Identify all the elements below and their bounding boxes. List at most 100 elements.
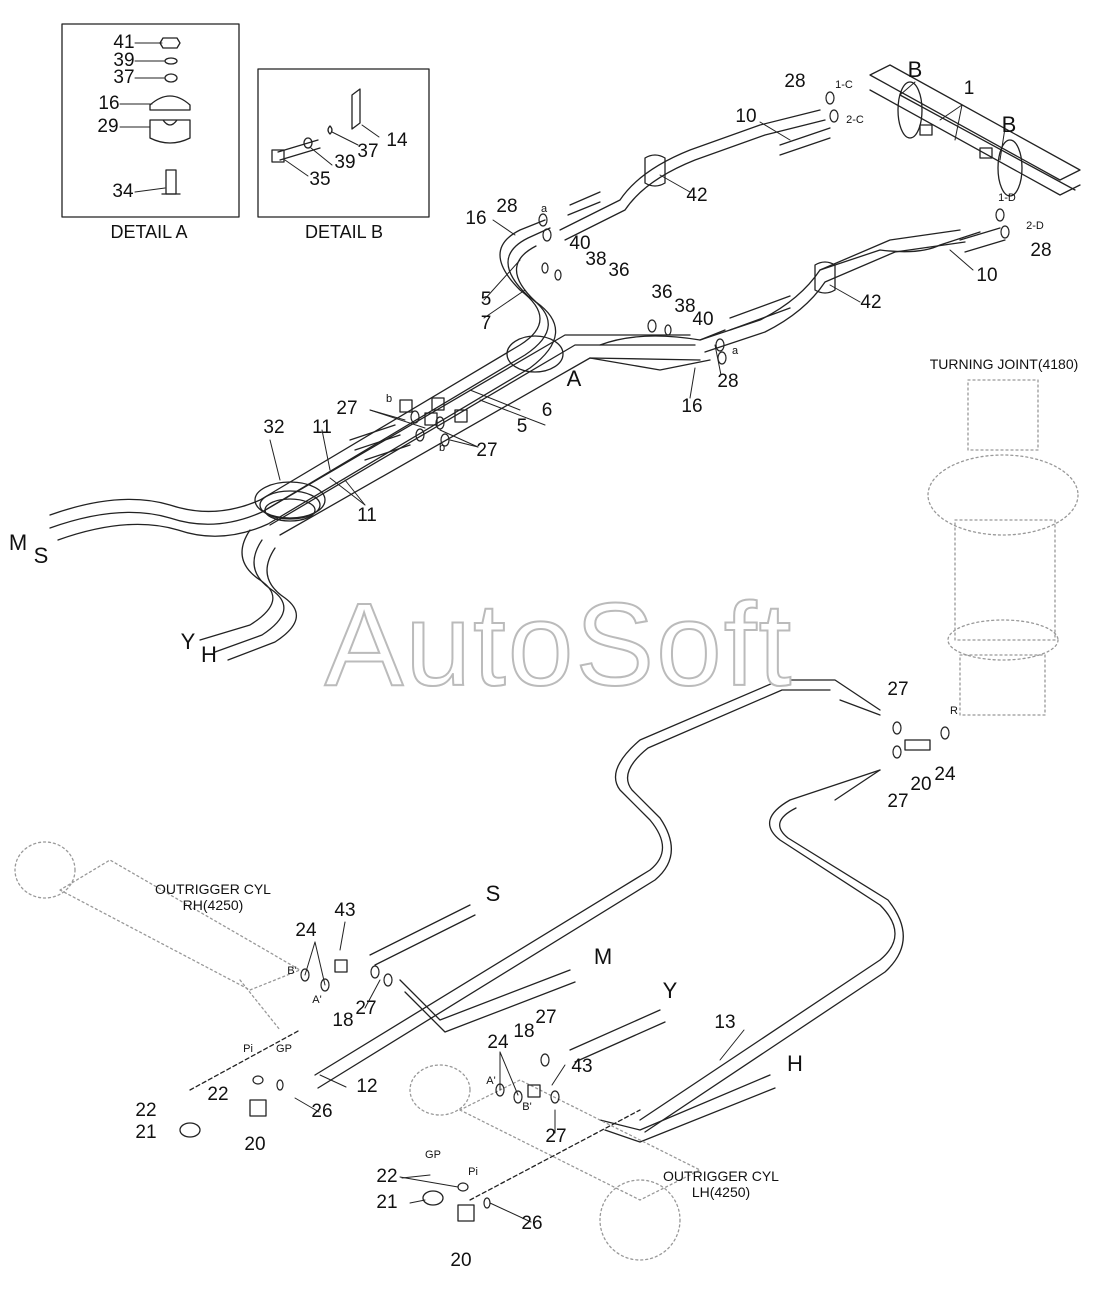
- lower-fittings: [179, 739, 931, 1222]
- outrigger-cylinders: [14, 841, 701, 1261]
- part-callout: 20: [910, 774, 932, 795]
- port-label: R: [950, 705, 958, 717]
- part-callout: 16: [465, 208, 487, 229]
- part-callout: 43: [334, 900, 356, 921]
- part-callout: 11: [357, 505, 377, 526]
- port-label: B': [522, 1101, 532, 1113]
- part-callout: 22: [376, 1166, 398, 1187]
- upper-pipe-bundle: [49, 109, 981, 661]
- part-callout: 40: [692, 309, 714, 330]
- turning-joint-outline: [927, 379, 1079, 716]
- port-label: a: [731, 345, 739, 357]
- part-callout: 27: [336, 398, 358, 419]
- detail-a-frame: [61, 23, 240, 218]
- lower-hoses: [314, 679, 904, 1143]
- detail-a-callout: 39: [113, 50, 135, 71]
- detail-b-caption: DETAIL B: [304, 222, 384, 242]
- part-callout: 20: [450, 1250, 472, 1271]
- outrigger-rh-note-line1: OUTRIGGER CYL: [155, 881, 271, 897]
- part-callout: 12: [356, 1076, 378, 1097]
- part-callout: 27: [535, 1007, 557, 1028]
- part-callout: 36: [608, 260, 630, 281]
- line-end-label: S: [33, 543, 49, 568]
- line-end-label: S: [485, 881, 501, 906]
- detail-a-parts: [149, 37, 191, 195]
- port-label: A': [486, 1075, 496, 1087]
- part-callout: 22: [135, 1100, 157, 1121]
- detail-a-callout: 41: [113, 32, 135, 53]
- watermark: AutoSoft: [324, 578, 794, 712]
- port-label: Pi: [243, 1043, 253, 1055]
- port-label: Pi: [468, 1166, 478, 1178]
- part-callout: 21: [135, 1122, 157, 1143]
- part-callout: 10: [976, 265, 998, 286]
- section-marker: B: [907, 57, 923, 82]
- part-callout: 27: [887, 791, 909, 812]
- line-end-label: Y: [180, 629, 196, 654]
- upper-hoses: [349, 127, 1006, 461]
- detail-b-callout: 14: [386, 130, 408, 151]
- part-callout: 28: [1030, 240, 1052, 261]
- part-callout: 13: [714, 1012, 736, 1033]
- part-callout: 28: [784, 71, 806, 92]
- outrigger-lh-note-line2: LH(4250): [691, 1184, 751, 1200]
- turning-joint-manifold: [869, 64, 1081, 197]
- part-callout: 27: [476, 440, 498, 461]
- part-callout: 21: [376, 1192, 398, 1213]
- part-callout: 28: [717, 371, 739, 392]
- port-label: b: [438, 442, 446, 454]
- detail-b-callout: 39: [334, 152, 356, 173]
- section-marker: B: [1001, 112, 1017, 137]
- port-label: 1-D: [998, 192, 1016, 204]
- part-callout: 26: [521, 1213, 543, 1234]
- port-label: B': [287, 965, 297, 977]
- part-callout: 7: [480, 313, 492, 334]
- part-callout: 1: [963, 78, 975, 99]
- part-callout: 18: [513, 1021, 535, 1042]
- part-callout: 42: [860, 292, 882, 313]
- line-end-label: H: [787, 1051, 803, 1076]
- part-callout: 5: [480, 289, 492, 310]
- detail-a-callout: 34: [112, 181, 134, 202]
- outrigger-lh-note-line1: OUTRIGGER CYL: [663, 1168, 779, 1184]
- part-callout: 24: [487, 1032, 509, 1053]
- detail-a-callout: 16: [98, 93, 120, 114]
- turning-joint-note: TURNING JOINT(4180): [929, 356, 1079, 372]
- port-label: 2-C: [846, 114, 864, 126]
- port-label: 2-D: [1026, 220, 1044, 232]
- part-callout: 24: [934, 764, 956, 785]
- part-callout: 43: [571, 1056, 593, 1077]
- line-end-label: M: [593, 944, 613, 969]
- part-callout: 27: [355, 998, 377, 1019]
- section-marker: A: [566, 366, 582, 391]
- detail-b-callout: 37: [357, 141, 379, 162]
- port-label: b: [385, 393, 393, 405]
- part-callout: 32: [263, 417, 285, 438]
- detail-b-frame: [257, 68, 430, 218]
- part-callout: 11: [312, 417, 332, 438]
- part-callout: 38: [585, 249, 607, 270]
- o-rings: [252, 91, 1010, 1209]
- part-callout: 38: [674, 296, 696, 317]
- part-callout: 27: [545, 1126, 567, 1147]
- detail-a-callout: 29: [97, 116, 119, 137]
- detail-a-callout: 37: [113, 67, 135, 88]
- part-callout: 24: [295, 920, 317, 941]
- pilot-lines: [189, 1029, 641, 1201]
- part-callout: 36: [651, 282, 673, 303]
- part-callout: 27: [887, 679, 909, 700]
- port-label: 1-C: [835, 79, 853, 91]
- detail-b-callout: 35: [309, 169, 331, 190]
- part-callout: 16: [681, 396, 703, 417]
- part-callout: 20: [244, 1134, 266, 1155]
- part-callout: 22: [207, 1084, 229, 1105]
- part-callout: 40: [569, 233, 591, 254]
- detail-b-parts: [271, 88, 361, 163]
- outrigger-rh-note-line2: RH(4250): [182, 897, 244, 913]
- port-label: a: [540, 203, 548, 215]
- detail-a-caption: DETAIL A: [110, 222, 188, 242]
- line-end-label: H: [201, 642, 217, 667]
- part-callout: 18: [332, 1010, 354, 1031]
- port-label: GP: [276, 1043, 292, 1055]
